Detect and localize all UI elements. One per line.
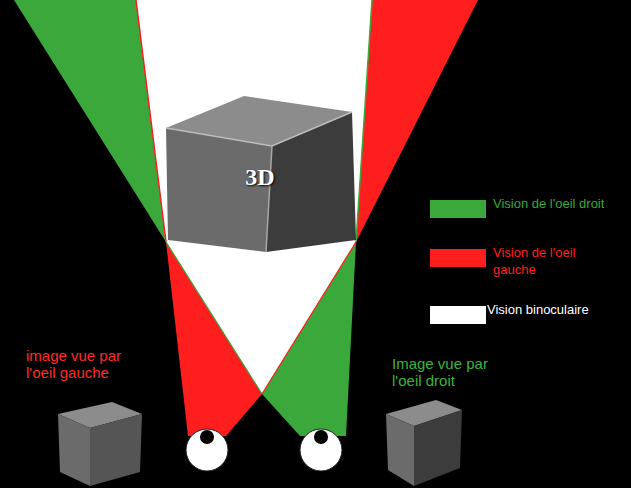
legend-text: Vision de l'oeil gauche: [493, 245, 605, 279]
cube-edge: [166, 112, 352, 146]
cube-small: [386, 400, 462, 486]
pupil: [314, 430, 328, 444]
cube-label: 3D: [236, 164, 284, 192]
eye: [300, 429, 342, 471]
right-eye-field: [262, 242, 356, 436]
field-edge: [262, 242, 356, 394]
cube-right: [266, 112, 356, 252]
field-edge: [136, 0, 166, 242]
cube-edge: [266, 146, 272, 252]
cube: [166, 96, 356, 252]
field-edge: [356, 0, 372, 242]
cube-right: [414, 410, 462, 486]
eye: [186, 429, 228, 471]
pupil: [200, 430, 214, 444]
image-caption: Image vue par l'oeil droit: [392, 355, 520, 390]
cube-small: [58, 402, 142, 486]
cube-left: [58, 414, 90, 486]
eyeball: [186, 429, 228, 471]
legend-swatch: [430, 306, 486, 324]
legend-swatch: [430, 249, 486, 267]
legend-text: Vision de l'oeil droit: [493, 196, 605, 213]
right-eye-field: [14, 0, 166, 242]
image-caption: image vue par l'oeil gauche: [26, 347, 154, 382]
left-eye-field: [166, 242, 262, 436]
cube-right: [90, 414, 142, 486]
legend-swatch: [430, 200, 486, 218]
field-edge: [166, 242, 262, 394]
eyeball: [300, 429, 342, 471]
legend-text: Vision binoculaire: [487, 302, 627, 319]
cube-left: [386, 414, 414, 486]
